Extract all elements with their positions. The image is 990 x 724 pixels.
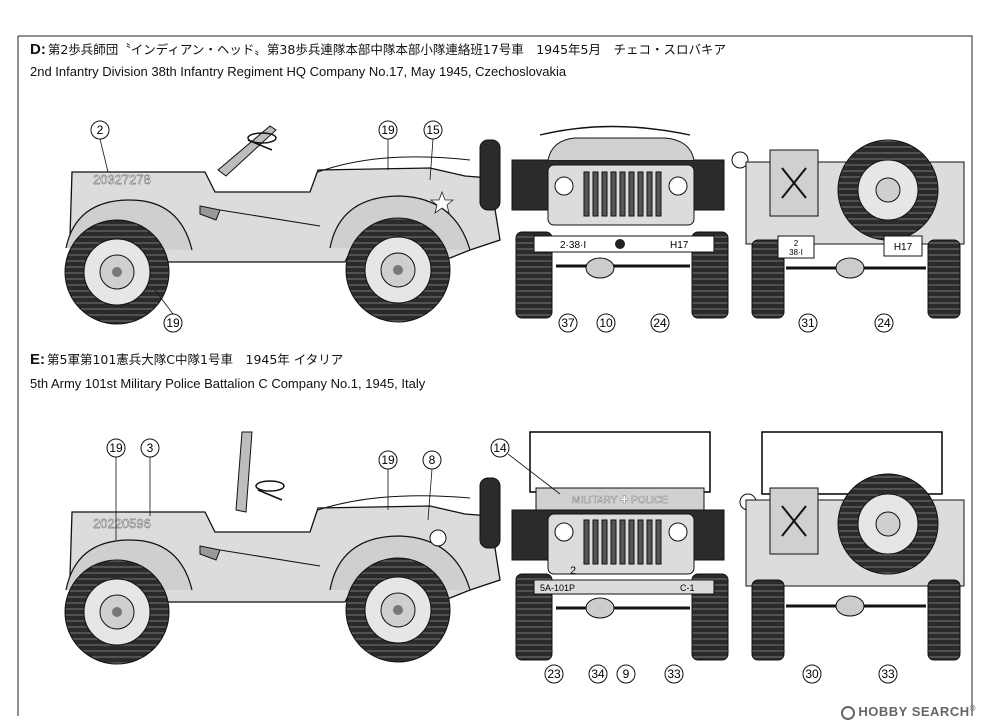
section-e-subtitle: 5th Army 101st Military Police Battalion… <box>30 376 426 391</box>
svg-text:30: 30 <box>805 667 819 681</box>
section-d-front-view: 2·38·I H17 37 10 24 <box>511 125 749 333</box>
callout-15-d: 15 <box>423 120 443 181</box>
front-number-e: 2 <box>570 565 576 577</box>
svg-text:33: 33 <box>881 667 895 681</box>
svg-text:34: 34 <box>591 667 605 681</box>
side-serial-e: 20220596 <box>93 516 151 531</box>
callout-19-e-left: 19 <box>106 438 126 540</box>
svg-text:3: 3 <box>147 441 154 455</box>
callout-23-e: 23 <box>544 664 564 684</box>
callout-19-d-bottom: 19 <box>154 289 183 333</box>
callout-34-e: 34 <box>588 664 608 684</box>
svg-text:31: 31 <box>801 316 815 330</box>
callout-10-d: 10 <box>596 313 616 333</box>
svg-text:37: 37 <box>561 316 575 330</box>
callout-2-d: 2 <box>90 120 110 173</box>
callout-14-e: 14 <box>490 438 561 495</box>
callout-9-e: 9 <box>616 664 636 684</box>
svg-text:19: 19 <box>109 441 123 455</box>
svg-text:8: 8 <box>429 453 436 467</box>
section-e-side-view: 20220596 19 3 19 <box>64 431 501 665</box>
section-d-side-view: 20327278 2 19 <box>64 120 501 333</box>
front-sign-e: MILITARY ✚ POLICE <box>572 495 668 506</box>
callout-33-e-rear: 33 <box>878 664 898 684</box>
svg-text:14: 14 <box>493 441 507 455</box>
callout-33-e-front: 33 <box>664 664 684 684</box>
callout-19-d-top: 19 <box>378 120 398 170</box>
svg-text:19: 19 <box>166 316 180 330</box>
svg-text:15: 15 <box>426 123 440 137</box>
callout-19-e-right: 19 <box>378 450 398 510</box>
section-d-title-jp: 第2歩兵師団〝インディアン・ヘッド〟第38歩兵連隊本部中隊本部小隊連絡班17号車… <box>47 42 726 57</box>
front-plate-right-e: C-1 <box>680 583 695 593</box>
section-e-letter: E: <box>30 351 45 368</box>
callout-24-d-front: 24 <box>650 313 670 333</box>
svg-text:2: 2 <box>97 123 104 137</box>
watermark-text: HOBBY SEARCH <box>858 704 970 720</box>
svg-text:19: 19 <box>381 453 395 467</box>
section-e-rear-view: 30 33 <box>745 431 965 684</box>
section-e-title: E:第5軍第101憲兵大隊C中隊1号車 1945年 イタリア <box>30 352 343 368</box>
callout-31-d: 31 <box>798 313 818 333</box>
svg-text:10: 10 <box>599 316 613 330</box>
section-d-subtitle: 2nd Infantry Division 38th Infantry Regi… <box>30 64 567 79</box>
watermark-reg: ® <box>969 704 976 714</box>
svg-text:24: 24 <box>653 316 667 330</box>
section-d-rear-view: 2 38·I H17 31 24 <box>745 139 965 333</box>
front-plate-left-e: 5A-101P <box>540 583 575 593</box>
svg-text:9: 9 <box>623 667 630 681</box>
svg-text:24: 24 <box>877 316 891 330</box>
callout-8-e: 8 <box>422 450 442 521</box>
svg-text:23: 23 <box>547 667 561 681</box>
side-serial-d: 20327278 <box>93 172 151 187</box>
callout-37-d: 37 <box>558 313 578 333</box>
front-plate-left-d: 2·38·I <box>560 240 586 251</box>
callout-30-e: 30 <box>802 664 822 684</box>
section-e-title-jp: 第5軍第101憲兵大隊C中隊1号車 1945年 イタリア <box>47 352 344 367</box>
rear-plate-bottom-d: 38·I <box>789 248 803 257</box>
callout-3-e: 3 <box>140 438 160 516</box>
callout-24-d-rear: 24 <box>874 313 894 333</box>
svg-text:19: 19 <box>381 123 395 137</box>
rear-plate-right-d: H17 <box>894 242 913 253</box>
section-d-letter: D: <box>30 41 46 58</box>
svg-text:33: 33 <box>667 667 681 681</box>
rear-plate-top-d: 2 <box>794 239 799 248</box>
hobby-search-logo-icon <box>841 706 856 720</box>
section-d-title: D:第2歩兵師団〝インディアン・ヘッド〟第38歩兵連隊本部中隊本部小隊連絡班17… <box>30 42 726 58</box>
front-plate-right-d: H17 <box>670 240 689 251</box>
watermark: HOBBY SEARCH® <box>841 704 976 720</box>
section-e-front-view: MILITARY ✚ POLICE 2 5A-101P C-1 <box>490 431 757 684</box>
